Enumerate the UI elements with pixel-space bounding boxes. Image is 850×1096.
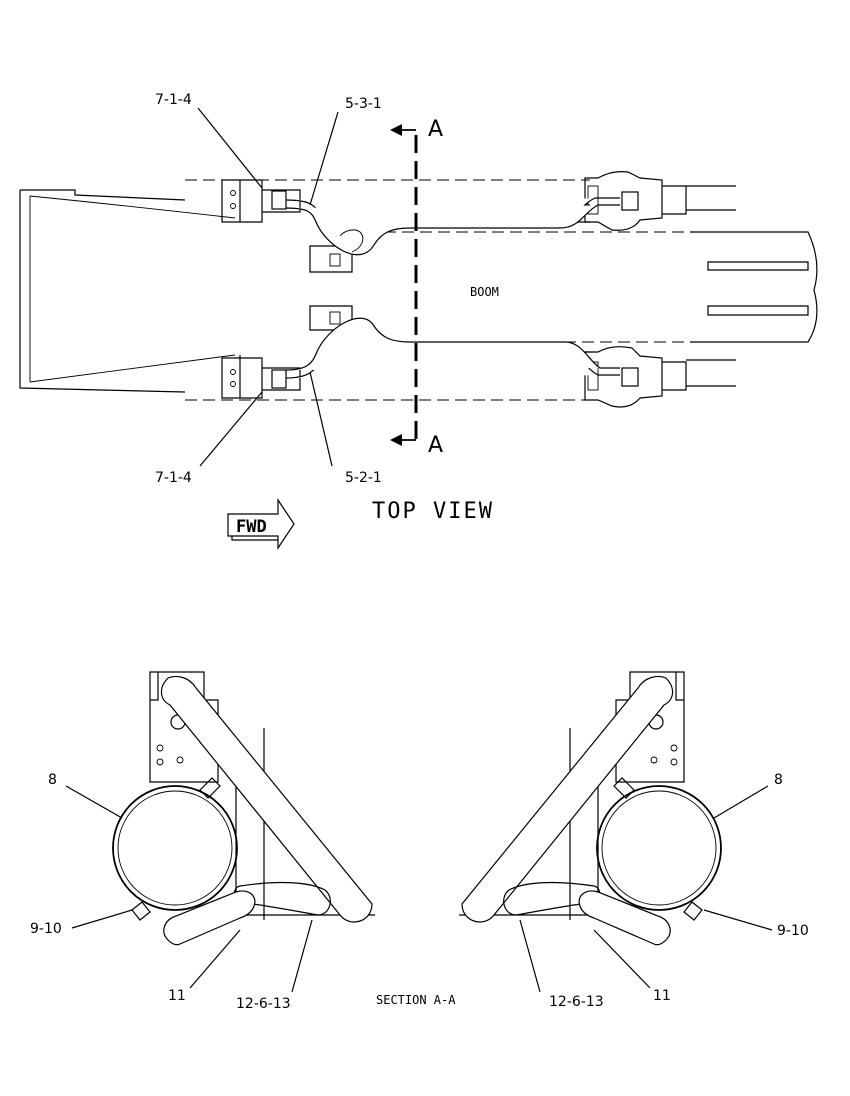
right-callout-clamp: 8 — [774, 772, 783, 788]
top-view-drawing — [19, 171, 818, 408]
top-view-title: TOP VIEW — [372, 499, 494, 524]
section-left-drawing — [112, 671, 375, 946]
section-arrow-top-icon — [390, 124, 402, 136]
right-callout-block: 11 — [653, 988, 671, 1004]
fwd-arrow-icon — [227, 498, 295, 550]
left-callout-block: 11 — [168, 988, 186, 1004]
boom-label: BOOM — [470, 285, 499, 299]
section-arrow-bottom-icon — [390, 434, 402, 446]
left-callout-bolt: 9-10 — [30, 921, 62, 937]
section-cut-line — [390, 124, 418, 446]
fwd-label: FWD — [236, 517, 267, 537]
left-callout-clamp: 8 — [48, 772, 57, 788]
top-view-leaders — [197, 107, 339, 467]
section-marker-bottom: A — [428, 433, 443, 458]
section-title: SECTION A-A — [376, 993, 456, 1007]
callout-upper-left: 7-1-4 — [155, 92, 192, 108]
callout-upper-right: 5-3-1 — [345, 96, 382, 112]
section-view-leaders — [65, 785, 773, 993]
section-right-drawing — [459, 671, 722, 946]
callout-lower-left: 7-1-4 — [155, 470, 192, 486]
right-callout-bolt: 9-10 — [777, 923, 809, 939]
callout-lower-right: 5-2-1 — [345, 470, 382, 486]
section-marker-top: A — [428, 117, 443, 142]
left-callout-hose-clip: 12-6-13 — [236, 996, 291, 1012]
right-callout-hose-clip: 12-6-13 — [549, 994, 604, 1010]
